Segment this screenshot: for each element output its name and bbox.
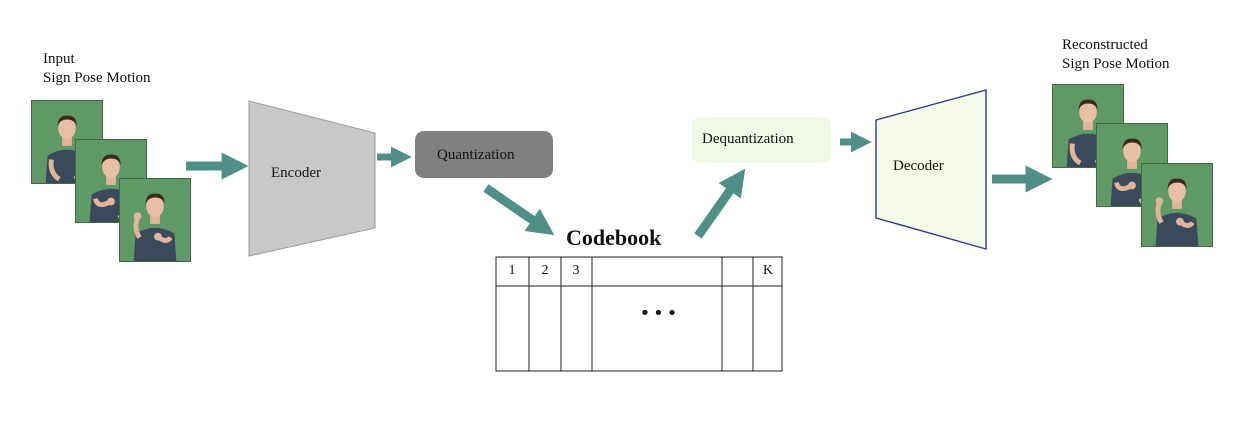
- codebook-index-1: 1: [508, 263, 516, 278]
- quantization-box: [415, 131, 553, 178]
- arrow-codebook-to-dequantization: [694, 168, 746, 239]
- codebook-index-3: 3: [572, 263, 580, 278]
- output-label-line1: Reconstructed: [1062, 37, 1148, 53]
- codebook-index-2: 2: [541, 263, 549, 278]
- input-label-line2: Sign Pose Motion: [43, 70, 151, 86]
- dequantization-label: Dequantization: [702, 131, 794, 147]
- codebook-index-k: K: [762, 263, 774, 278]
- codebook-table: [495, 256, 783, 372]
- codebook-ellipsis: •••: [639, 303, 681, 324]
- input-label-line1: Input: [43, 51, 75, 67]
- output-frame-3: [1141, 163, 1213, 247]
- quantization-label: Quantization: [437, 147, 515, 163]
- input-label: Input Sign Pose Motion: [43, 50, 151, 88]
- decoder-label: Decoder: [893, 158, 944, 174]
- input-frame-3: [119, 178, 191, 262]
- arrow-quantization-to-codebook: [483, 184, 555, 236]
- decoder-shape: [875, 89, 987, 250]
- output-label: Reconstructed Sign Pose Motion: [1062, 36, 1170, 74]
- encoder-shape: [248, 100, 376, 257]
- dequantization-box: [692, 117, 831, 163]
- output-label-line2: Sign Pose Motion: [1062, 56, 1170, 72]
- encoder-label: Encoder: [271, 165, 321, 181]
- codebook-title: Codebook: [566, 225, 662, 250]
